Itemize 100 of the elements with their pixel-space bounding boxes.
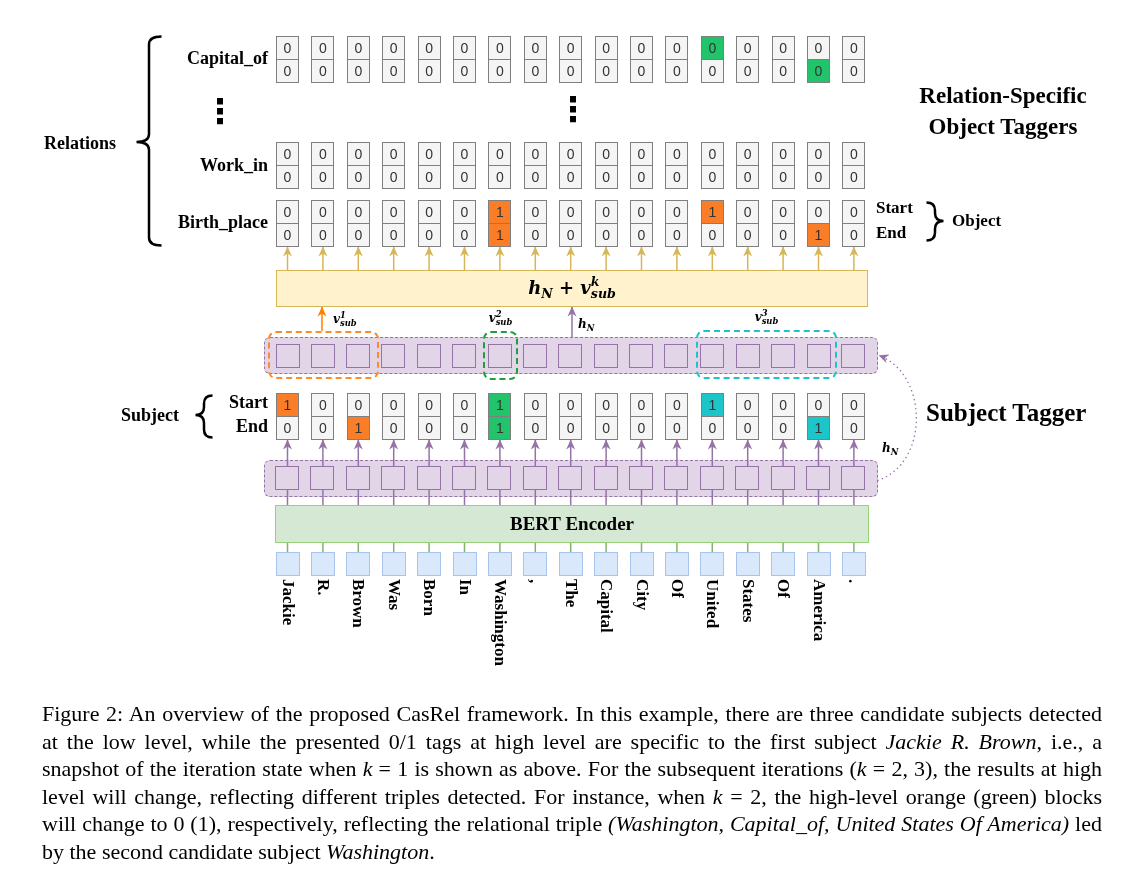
tag-cell: 1: [807, 223, 830, 247]
connector-line: [676, 542, 678, 553]
tag-cell: 0: [488, 165, 512, 189]
token-embedding-square: [806, 552, 831, 576]
brace-label: Object: [952, 211, 1002, 231]
tag-cell: 0: [771, 59, 795, 83]
vertical-ellipsis: ⋮: [203, 94, 237, 128]
hidden-state-square: [841, 465, 866, 490]
tag-cell: 0: [276, 200, 299, 224]
token-word: Was: [384, 579, 403, 611]
hidden-state-square: [735, 344, 760, 368]
connector-line: [357, 542, 360, 553]
hidden-state-square: [310, 465, 335, 490]
tag-cell: 0: [630, 36, 653, 60]
tag-cell: 0: [346, 165, 370, 189]
hidden-state-square: [452, 465, 476, 490]
tag-cell: 0: [842, 59, 866, 83]
connector-line: [463, 542, 466, 553]
token-embedding-square: [346, 552, 371, 576]
token-embedding-square: [523, 552, 548, 576]
tag-cell: 0: [700, 165, 724, 189]
tag-cell: 0: [523, 142, 547, 166]
tag-cell: 1: [276, 393, 299, 417]
arrow: [601, 246, 611, 271]
arrow: [530, 439, 540, 467]
tag-cell: 0: [736, 393, 760, 417]
arrow: [424, 439, 434, 467]
arrow: [389, 246, 399, 271]
tag-cell: 0: [346, 36, 370, 60]
tag-cell: 0: [453, 393, 476, 417]
connector-line: [569, 489, 572, 506]
tag-cell: 0: [807, 165, 830, 189]
arrow: [318, 439, 328, 467]
edge-label: h$_{N}$: [578, 316, 595, 332]
tag-cell: 0: [807, 36, 830, 60]
tag-cell: 0: [417, 393, 441, 417]
connector-line: [782, 489, 784, 506]
arrow: [495, 439, 505, 467]
hidden-state-square: [700, 344, 725, 368]
tag-cell: 0: [453, 59, 476, 83]
connector-line: [322, 489, 324, 506]
tag-cell: 0: [700, 416, 724, 440]
tag-cell: 0: [736, 416, 760, 440]
hidden-state-square: [275, 465, 299, 490]
token-word: .: [844, 579, 863, 584]
row-label: End: [235, 415, 268, 437]
tag-cell: 1: [700, 393, 724, 417]
tag-cell: 0: [842, 393, 866, 417]
connector-line: [711, 489, 714, 506]
tag-cell: 0: [771, 393, 795, 417]
tag-cell: 0: [523, 59, 547, 83]
tag-cell: 0: [346, 223, 370, 247]
arrow: [353, 439, 363, 467]
connector-line: [782, 542, 784, 553]
tag-cell: 1: [488, 200, 512, 224]
arrow: [814, 246, 823, 271]
connector-line: [499, 542, 501, 553]
connector-line: [357, 489, 360, 506]
token-word: Born: [420, 579, 439, 616]
arrow: [530, 246, 540, 271]
tag-cell: 0: [523, 223, 547, 247]
tag-cell: 0: [665, 200, 689, 224]
tag-cell: 0: [276, 36, 299, 60]
token-word: Washington: [490, 579, 509, 666]
arrow: [707, 246, 717, 271]
tag-cell: 0: [276, 223, 299, 247]
token-word: R.: [313, 579, 332, 596]
relation-label: Birth_place: [178, 211, 268, 233]
hidden-state-square: [416, 343, 441, 368]
token-embedding-square: [487, 552, 512, 576]
hidden-state-square: [558, 343, 583, 368]
tag-cell: 0: [276, 142, 299, 166]
hidden-state-square: [771, 344, 796, 368]
arrow: [424, 246, 434, 271]
tag-cell: 0: [594, 36, 618, 60]
connector-line: [428, 542, 430, 553]
tag-cell: 0: [842, 200, 866, 224]
tag-cell: 0: [736, 36, 760, 60]
tag-cell: 0: [630, 165, 653, 189]
tag-cell: 0: [771, 165, 795, 189]
tag-cell: 0: [594, 165, 618, 189]
token-embedding-square: [310, 552, 335, 576]
hidden-state-square: [806, 344, 831, 368]
row-label: End: [876, 223, 907, 243]
token-embedding-square: [771, 552, 796, 576]
hidden-state-square: [381, 343, 406, 368]
tag-cell: 0: [382, 223, 406, 247]
tag-cell: 0: [382, 59, 406, 83]
edge-label: h$_{N}$: [882, 440, 899, 456]
tag-cell: 0: [700, 59, 724, 83]
tag-cell: 0: [453, 416, 476, 440]
tag-cell: 0: [417, 165, 441, 189]
tag-cell: 0: [594, 223, 618, 247]
arrow: [849, 439, 859, 467]
connector-line: [853, 489, 855, 506]
token-word: Of: [774, 579, 793, 598]
arrow: [743, 439, 753, 467]
tag-cell: 0: [559, 200, 583, 224]
tag-cell: 0: [700, 142, 724, 166]
hidden-state-square: [381, 465, 406, 490]
